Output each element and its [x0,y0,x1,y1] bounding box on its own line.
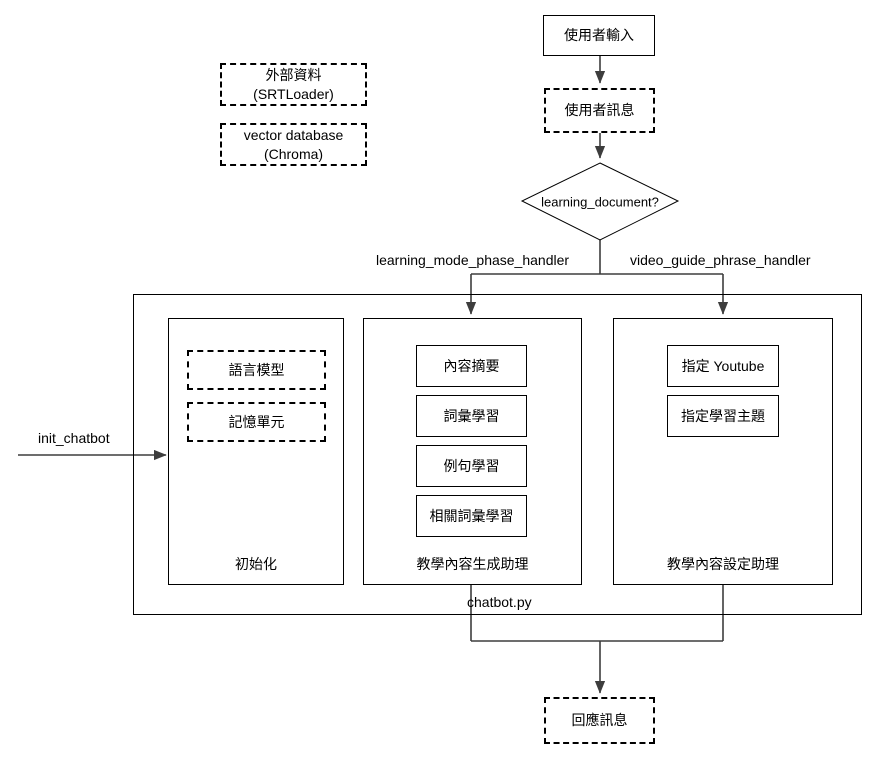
node-vector-database-line1: vector database [243,126,344,143]
group-init-label: 初始化 [235,556,277,572]
item-language-model[interactable]: 語言模型 [187,350,326,390]
node-decision-label: learning_document? [541,194,659,209]
node-external-data[interactable]: 外部資料 (SRTLoader) [220,63,367,106]
item-vocabulary-learning[interactable]: 詞彙學習 [416,395,527,437]
node-external-data-line2: (SRTLoader) [253,85,334,102]
item-assign-youtube[interactable]: 指定 Youtube [667,345,779,387]
item-assign-youtube-label: 指定 Youtube [681,357,765,374]
item-memory-unit[interactable]: 記憶單元 [187,402,326,442]
item-assign-learning-topic-label: 指定學習主題 [681,407,765,424]
group-content-setting: 教學內容設定助理 [613,318,833,585]
item-related-vocabulary-learning-label: 相關詞彙學習 [429,507,514,524]
node-external-data-line1: 外部資料 [265,66,322,83]
group-content-setting-label: 教學內容設定助理 [667,556,779,572]
item-content-summary-label: 內容摘要 [443,357,500,374]
node-vector-database-line2: (Chroma) [263,145,324,162]
group-content-generation-label: 教學內容生成助理 [416,556,529,572]
item-language-model-label: 語言模型 [228,361,285,378]
edge-label-init-chatbot: init_chatbot [38,430,110,446]
group-content-generation: 教學內容生成助理 [363,318,582,585]
container-chatbot-py-label: chatbot.py [467,594,532,610]
node-user-message[interactable]: 使用者訊息 [544,88,655,133]
node-response-message[interactable]: 回應訊息 [544,697,655,744]
edge-label-video-guide-phrase-handler: video_guide_phrase_handler [630,252,811,268]
item-content-summary[interactable]: 內容摘要 [416,345,527,387]
node-user-input[interactable]: 使用者輸入 [543,15,655,56]
node-user-message-label: 使用者訊息 [564,102,635,119]
node-decision[interactable]: learning_document? [522,163,678,240]
item-memory-unit-label: 記憶單元 [228,413,285,430]
item-vocabulary-learning-label: 詞彙學習 [443,407,500,424]
container-chatbot-py [133,294,862,615]
node-vector-database[interactable]: vector database (Chroma) [220,123,367,166]
item-related-vocabulary-learning[interactable]: 相關詞彙學習 [416,495,527,537]
item-example-sentence-learning[interactable]: 例句學習 [416,445,527,487]
item-example-sentence-learning-label: 例句學習 [443,457,500,474]
node-response-message-label: 回應訊息 [571,712,628,729]
item-assign-learning-topic[interactable]: 指定學習主題 [667,395,779,437]
edge-label-learning-mode-phase-handler: learning_mode_phase_handler [376,252,570,268]
group-init: 初始化 [168,318,344,585]
node-user-input-label: 使用者輸入 [564,27,634,44]
